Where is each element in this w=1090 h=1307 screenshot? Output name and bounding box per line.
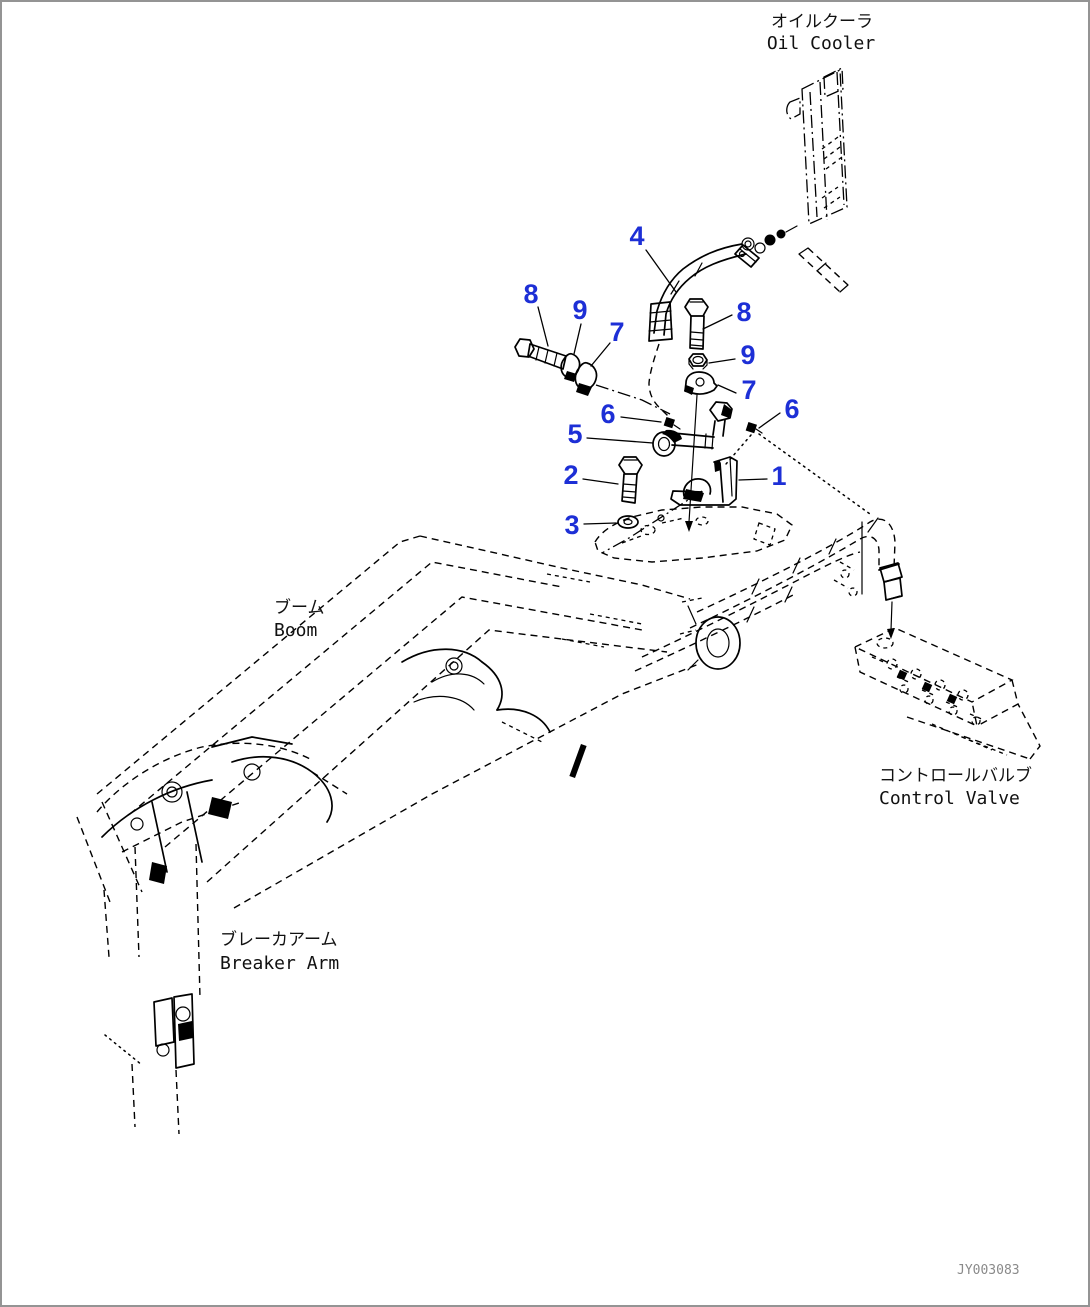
callout-leader-lines [537, 249, 781, 525]
callout-2: 2 [563, 460, 578, 490]
callout-3: 3 [564, 510, 579, 540]
callout-9-right: 9 [740, 340, 755, 370]
oil-cooler-label-en: Oil Cooler [767, 33, 876, 54]
callout-8-left: 8 [523, 279, 538, 309]
callouts: 4 8 9 7 8 9 7 6 6 5 2 1 3 [523, 221, 799, 540]
hose-4-drawing [648, 243, 760, 419]
boom-label-en: Boom [274, 620, 317, 641]
callout-1: 1 [771, 461, 786, 491]
hoses-to-valve-drawing [634, 517, 903, 672]
oil-cooler-label-jp: オイルクーラ [771, 12, 873, 32]
callout-5: 5 [567, 419, 582, 449]
left-clamp-group-drawing [514, 338, 671, 415]
control-valve-drawing [833, 561, 1041, 760]
drawing-id: JY003083 [957, 1263, 1020, 1278]
boom-drawing [96, 535, 741, 909]
breaker-arm-label-jp: ブレーカアーム [220, 929, 337, 950]
callout-9-left: 9 [572, 295, 587, 325]
callout-8-right: 8 [736, 297, 751, 327]
callout-7-left: 7 [609, 317, 624, 347]
control-valve-label-en: Control Valve [879, 788, 1020, 809]
breaker-arm-label-en: Breaker Arm [220, 953, 339, 974]
callout-4: 4 [629, 221, 644, 251]
breaker-arm-drawing [76, 736, 348, 1135]
center-parts-drawing [594, 298, 871, 563]
control-valve-label-jp: コントロールバルブ [879, 765, 1032, 786]
callout-7-right: 7 [741, 375, 756, 405]
callout-6-left: 6 [600, 399, 615, 429]
oil-cooler-drawing [738, 66, 849, 293]
boom-label-jp: ブーム [274, 597, 325, 618]
component-labels: オイルクーラ Oil Cooler ブーム Boom ブレーカアーム Break… [220, 12, 1032, 974]
callout-6-right: 6 [784, 394, 799, 424]
